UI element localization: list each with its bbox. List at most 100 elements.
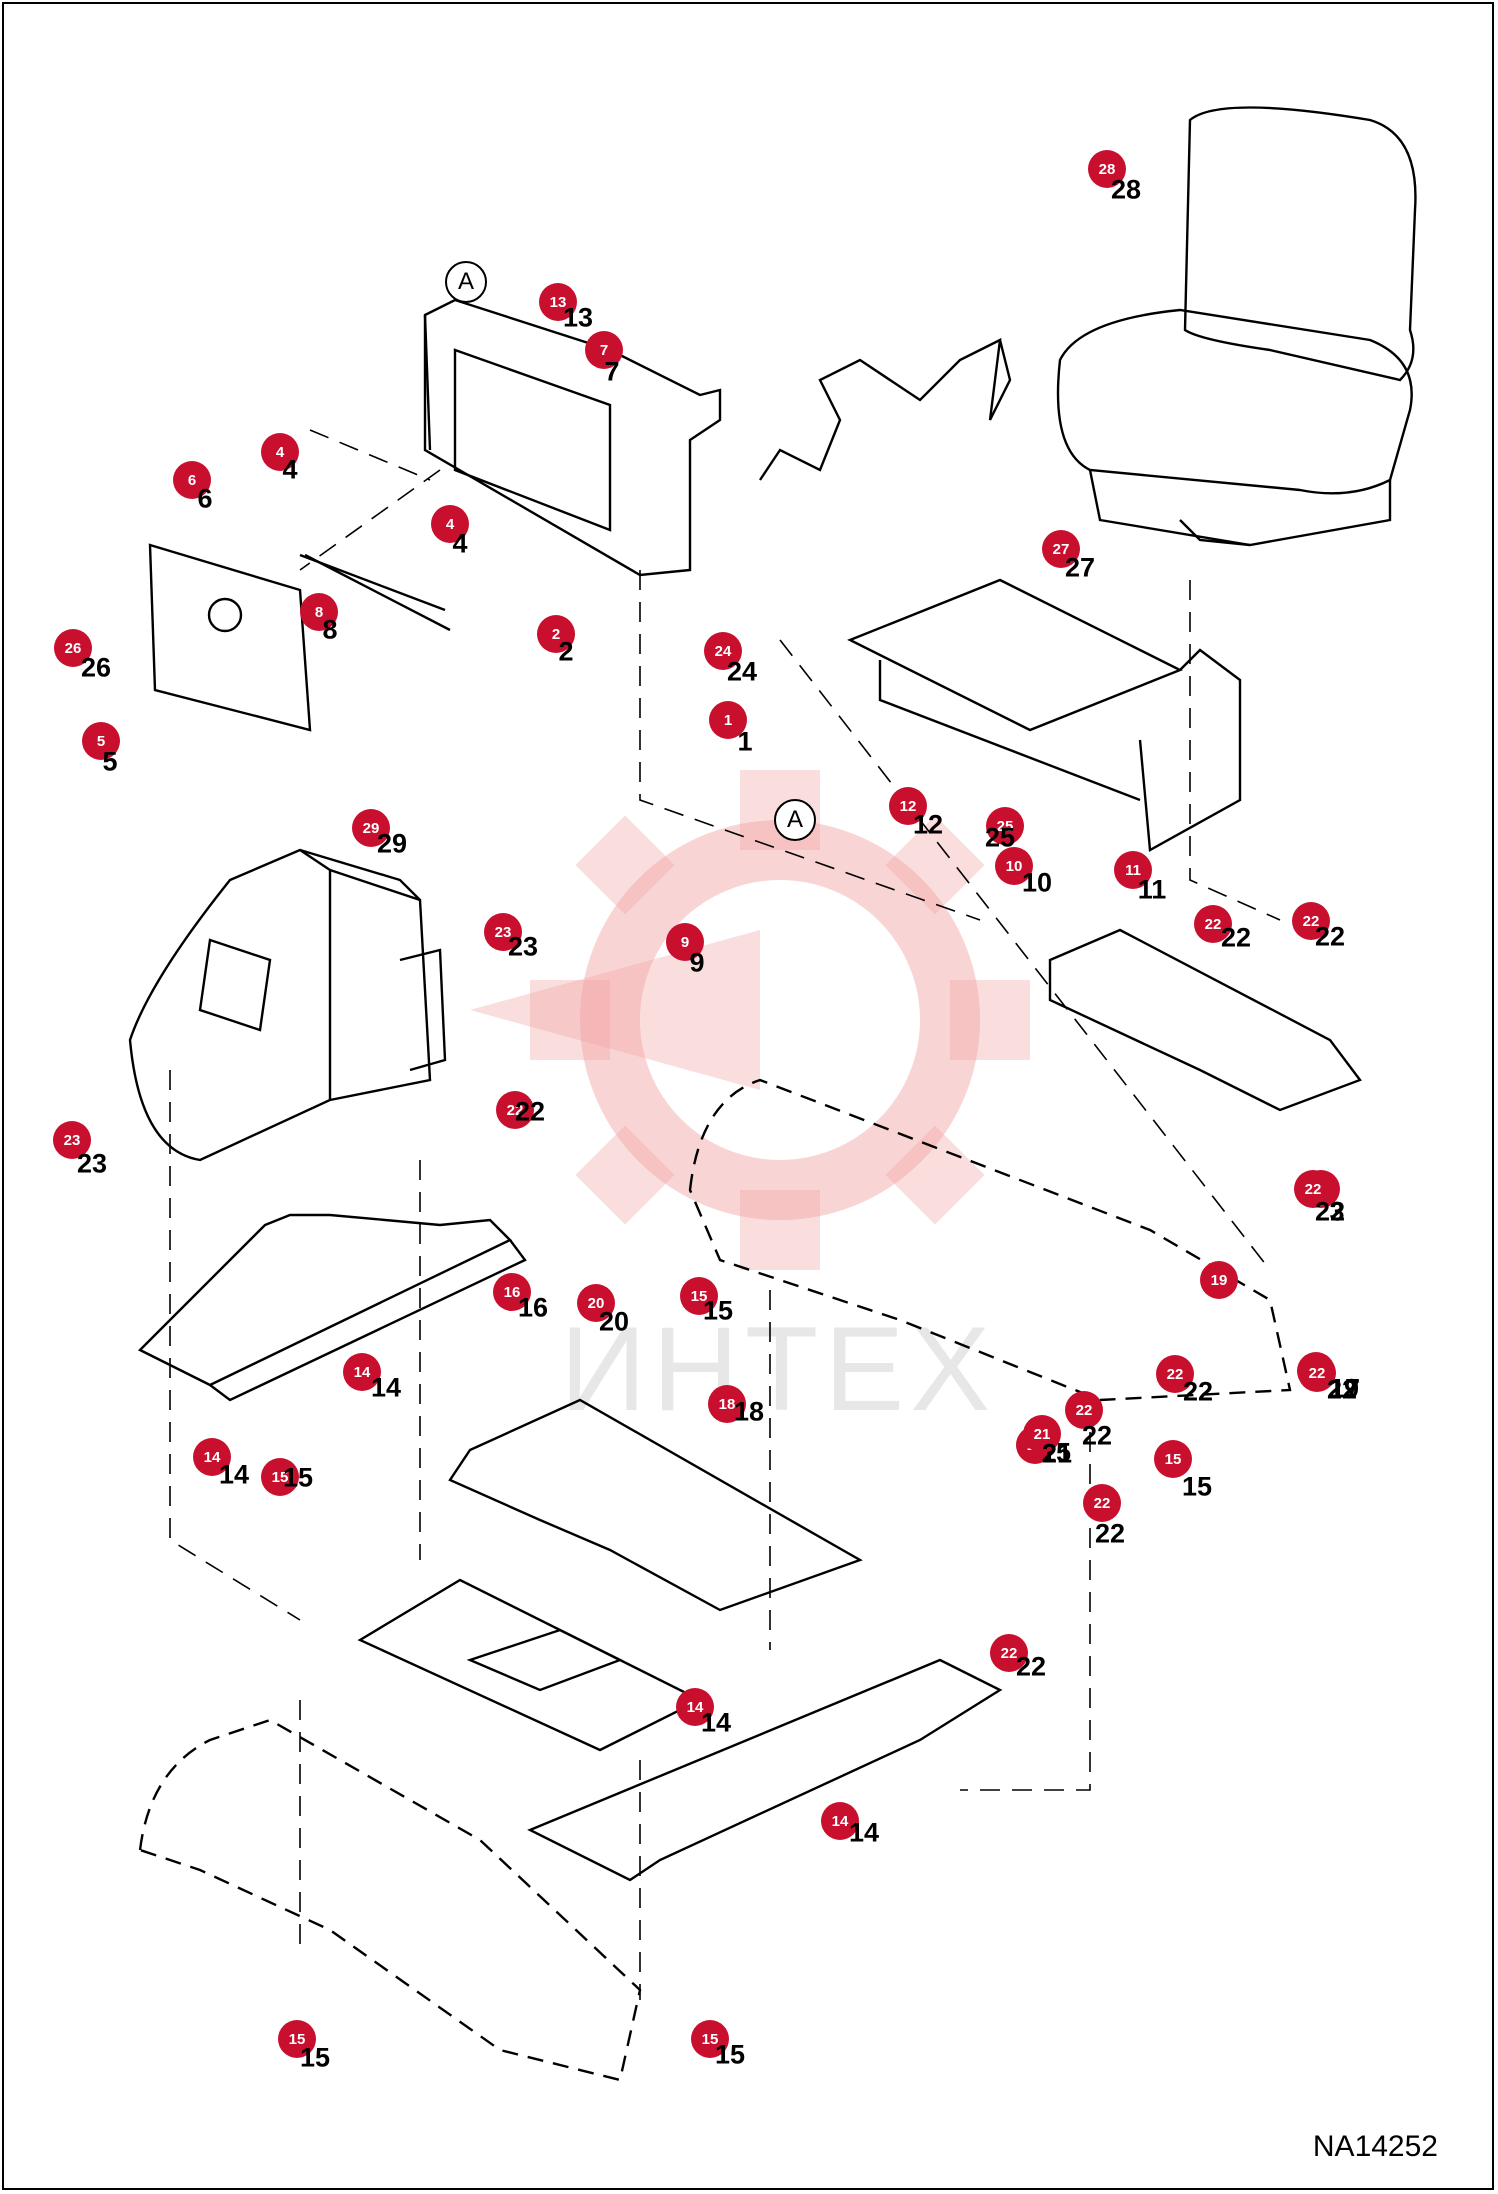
part-label: 5 bbox=[102, 746, 118, 777]
part-label: 8 bbox=[322, 614, 338, 645]
callout-badge: 22 bbox=[1292, 902, 1330, 940]
callout-badge: 22 bbox=[1298, 1354, 1336, 1392]
callout-badge: 13 bbox=[539, 283, 577, 321]
callout-badge: 5 bbox=[82, 722, 120, 760]
callout-badge: 14 bbox=[821, 1802, 859, 1840]
callout-badge: 22 bbox=[1065, 1391, 1103, 1429]
part-label: 7 bbox=[604, 356, 620, 387]
part-label: 22 bbox=[1314, 921, 1346, 952]
callout-badge: 14 bbox=[343, 1353, 381, 1391]
part-label: 12 bbox=[912, 809, 944, 840]
callout-badge: 29 bbox=[352, 809, 390, 847]
part-label: 29 bbox=[376, 828, 408, 859]
part-label: 1 bbox=[737, 726, 753, 757]
plate-20-part bbox=[527, 1658, 1003, 1882]
part-label: 16 bbox=[517, 1292, 549, 1323]
callout-badge: 25 bbox=[986, 807, 1024, 845]
callout-badge: 23 bbox=[484, 913, 522, 951]
part-label: 20 bbox=[598, 1306, 630, 1337]
part-label: 11 bbox=[1137, 874, 1167, 905]
callout-badge: 22 bbox=[1194, 905, 1232, 943]
part-label: 10 bbox=[1021, 867, 1053, 898]
part-label: 3 bbox=[1329, 1196, 1345, 1227]
part-label: 22 bbox=[514, 1096, 546, 1127]
reference-mark-a-mid: A bbox=[774, 799, 816, 841]
callout-badge: 22 bbox=[990, 1634, 1028, 1672]
callout-badge: 23 bbox=[53, 1121, 91, 1159]
part-label: 15 bbox=[1181, 1471, 1213, 1502]
part-label: 22 bbox=[1081, 1420, 1113, 1451]
part-label: 4 bbox=[282, 454, 298, 485]
callout-badge: 15 bbox=[261, 1458, 299, 1496]
callout-badge: 24 bbox=[704, 632, 742, 670]
reference-mark-a-top: A bbox=[445, 261, 487, 303]
callout-badge: 19 bbox=[1200, 1261, 1238, 1299]
watermark-text: ИНТЕХ bbox=[560, 1302, 997, 1436]
callout-badge: 8 bbox=[300, 593, 338, 631]
seat-part bbox=[1056, 106, 1417, 547]
callout-badge: 20 bbox=[577, 1284, 615, 1322]
callout-badge: 7 bbox=[585, 331, 623, 369]
part-label: 26 bbox=[80, 652, 112, 683]
callout-badge: 14 bbox=[193, 1438, 231, 1476]
part-label: 14 bbox=[700, 1707, 732, 1738]
part-label: 18 bbox=[733, 1396, 765, 1427]
callout-badge: 12 bbox=[889, 787, 927, 825]
part-label: 4 bbox=[452, 528, 468, 559]
part-label: 25 bbox=[984, 822, 1016, 853]
plate-18-part bbox=[448, 1398, 863, 1612]
part-label: 22 bbox=[1326, 1374, 1358, 1405]
part-label: 15 bbox=[299, 2042, 331, 2073]
part-label: 22 bbox=[1220, 922, 1252, 953]
callout-badge: 9 bbox=[666, 923, 704, 961]
callout-badge: 22 bbox=[1083, 1484, 1121, 1522]
callout-badge: 26 bbox=[54, 629, 92, 667]
callout-badge: 21 bbox=[1023, 1415, 1061, 1453]
part-label: 22 bbox=[1015, 1651, 1047, 1682]
drawing-id-label: NA14252 bbox=[1312, 2130, 1438, 2163]
callout-badge: 27 bbox=[1042, 530, 1080, 568]
console-housing-part bbox=[128, 848, 447, 1162]
callout-badge: 15 bbox=[680, 1277, 718, 1315]
callout-badge: 15 bbox=[278, 2020, 316, 2058]
callout-badge: 15 bbox=[691, 2020, 729, 2058]
part-label: 28 bbox=[1110, 174, 1142, 205]
plate-21-part bbox=[357, 1578, 703, 1752]
plate-16-part bbox=[137, 1213, 527, 1402]
part-label: 14 bbox=[848, 1817, 880, 1848]
part-label: 15 bbox=[702, 1295, 734, 1326]
callout-badge: 22 bbox=[496, 1091, 534, 1129]
lower-frame-part bbox=[138, 1718, 642, 2082]
part-label: 13 bbox=[562, 302, 594, 333]
part-label: 22 bbox=[1314, 1196, 1346, 1227]
control-panel-part bbox=[423, 298, 722, 577]
callout-badge: 28 bbox=[1088, 150, 1126, 188]
main-frame-part bbox=[688, 1078, 1292, 1402]
seat-support-part bbox=[759, 337, 1242, 852]
plate-19-part bbox=[1048, 928, 1362, 1112]
part-label: 14 bbox=[218, 1459, 250, 1490]
part-label: 23 bbox=[507, 931, 539, 962]
callout-badge: 4 bbox=[261, 433, 299, 471]
cover-plate-part bbox=[148, 543, 451, 732]
part-label: 14 bbox=[370, 1372, 402, 1403]
part-label: 27 bbox=[1064, 552, 1096, 583]
callout-badge: 4 bbox=[431, 505, 469, 543]
part-label: 22 bbox=[1182, 1376, 1214, 1407]
callout-badge: 11 bbox=[1114, 851, 1152, 889]
part-label: 15 bbox=[282, 1462, 314, 1493]
part-label: 21 bbox=[1041, 1438, 1073, 1469]
callout-badge: 2 bbox=[537, 615, 575, 653]
part-label: 9 bbox=[689, 947, 705, 978]
callout-badge: 15 bbox=[1154, 1440, 1192, 1478]
callout-badge: 6 bbox=[173, 461, 211, 499]
callout-badge: 22 bbox=[1156, 1355, 1194, 1393]
callout-badge: 18 bbox=[708, 1385, 746, 1423]
callout-badge: 22 bbox=[1294, 1170, 1332, 1208]
part-label: 24 bbox=[726, 656, 758, 687]
callout-badge: 10 bbox=[995, 847, 1033, 885]
alignment-lines bbox=[169, 429, 1281, 2000]
